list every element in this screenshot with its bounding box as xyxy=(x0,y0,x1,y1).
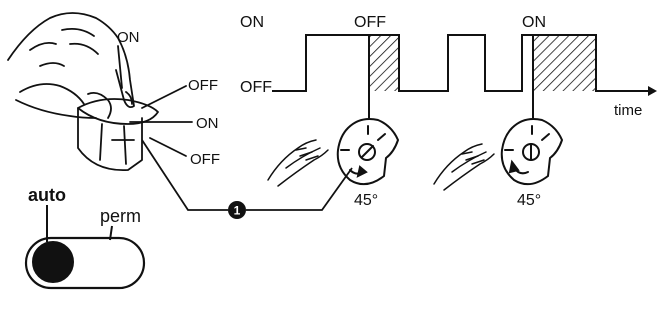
hand-crease-1 xyxy=(29,41,57,51)
hand-crease-3 xyxy=(61,27,95,37)
leader-off-upper xyxy=(141,85,187,109)
timing-chart xyxy=(272,34,657,118)
label-on-top: ON xyxy=(117,29,140,46)
hand-outline xyxy=(7,12,135,109)
dial-1 xyxy=(336,118,400,186)
off-phase-hatch-2 xyxy=(533,35,596,91)
label-off-upper: OFF xyxy=(188,77,218,94)
switch-perm-label: perm xyxy=(100,206,141,226)
signal-waveform xyxy=(272,34,628,92)
label-off-lower: OFF xyxy=(190,151,220,168)
callout-badge xyxy=(228,201,246,219)
time-axis-label: time xyxy=(614,102,642,119)
hand-crease-4 xyxy=(69,42,99,55)
callout-connector xyxy=(141,139,353,211)
pointing-hand-2 xyxy=(433,143,495,191)
switch-track xyxy=(24,236,146,290)
timer-top-rim xyxy=(77,98,159,125)
dial-1-arrowhead xyxy=(356,165,368,178)
off-phase-hatch-1 xyxy=(369,35,399,91)
switch-knob[interactable] xyxy=(32,241,74,283)
timer-segment-a xyxy=(99,123,103,161)
dial-1-tick-right xyxy=(377,133,386,141)
on-marker-label: ON xyxy=(522,14,546,31)
time-axis-arrow xyxy=(648,86,657,96)
dial-1-knob xyxy=(358,143,376,161)
dial-2-angle: 45° xyxy=(517,192,541,209)
hand-finger-lower xyxy=(15,99,97,119)
dial-2-tick-right xyxy=(541,133,550,141)
hand-nail xyxy=(125,91,133,105)
timer-segment-b xyxy=(123,125,127,165)
hand-crease-2 xyxy=(39,62,65,67)
off-marker-label: OFF xyxy=(354,14,386,31)
auto-perm-switch[interactable] xyxy=(24,205,146,290)
leader-on-top xyxy=(117,45,123,89)
dial-1-slot xyxy=(361,145,374,158)
hand-timer-illustration xyxy=(7,12,193,171)
leader-off-lower xyxy=(149,137,187,157)
callout-number: 1 xyxy=(234,204,241,218)
timer-body xyxy=(77,107,143,171)
level-off-label: OFF xyxy=(240,79,272,96)
switch-perm-leader xyxy=(109,225,113,241)
dial-1-angle: 45° xyxy=(354,192,378,209)
hand-thumb xyxy=(87,91,112,119)
dial-2 xyxy=(500,118,564,186)
label-on-middle: ON xyxy=(196,115,219,132)
switch-auto-label: auto xyxy=(28,185,66,205)
pointing-hand-1 xyxy=(267,139,329,187)
dial-1-plate xyxy=(336,118,400,186)
hand-fingers xyxy=(19,83,85,105)
dial-2-plate xyxy=(500,118,564,186)
dial-2-arrowhead xyxy=(508,159,520,174)
level-on-label: ON xyxy=(240,14,264,31)
